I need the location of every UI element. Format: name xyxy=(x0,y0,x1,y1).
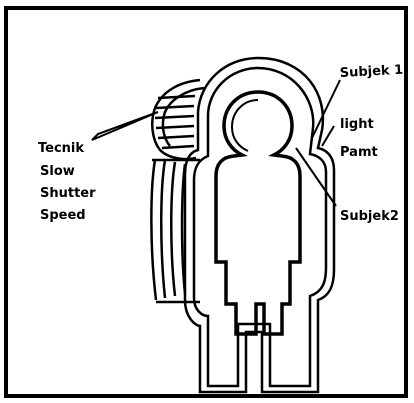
label-technique-line2: Slow xyxy=(40,164,75,179)
annotation-lines xyxy=(91,79,341,207)
label-subject-1: Subjek 1 xyxy=(339,63,403,81)
label-light-paint-line2: Pamt xyxy=(340,145,378,160)
sketch-frame xyxy=(4,6,408,398)
light-paint-outline-inner xyxy=(192,66,328,388)
person-figure-outline2 xyxy=(230,99,259,152)
label-light-paint-line1: light xyxy=(340,117,374,132)
light-paint-outline-outer xyxy=(183,56,336,394)
label-technique-line4: Speed xyxy=(40,208,86,223)
label-technique-line1: Tecnik xyxy=(38,141,84,156)
person-figure xyxy=(214,90,302,336)
label-subject-2: Subjek2 xyxy=(340,209,399,224)
motion-trail-head xyxy=(151,78,205,161)
motion-trail-body xyxy=(150,158,200,304)
label-technique-line3: Shutter xyxy=(40,186,96,201)
